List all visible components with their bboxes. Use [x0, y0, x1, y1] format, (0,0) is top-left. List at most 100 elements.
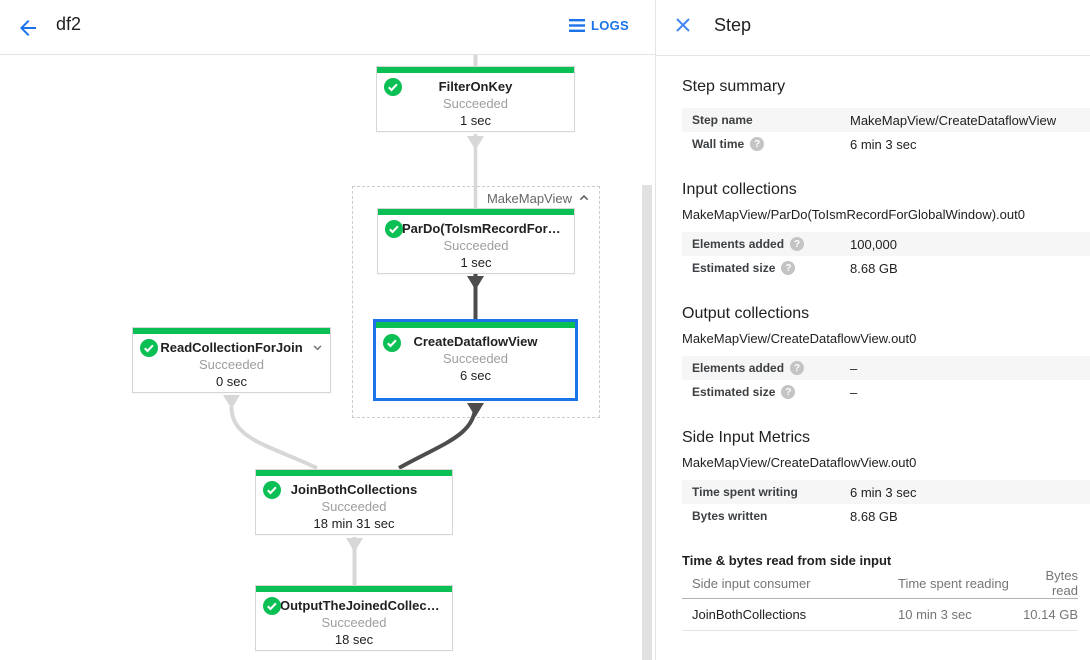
step-detail-panel: Step Step summary Step name MakeMapView/… — [655, 0, 1090, 660]
side-input-table-heading: Time & bytes read from side input — [682, 553, 892, 568]
row-label: Step name — [692, 113, 753, 127]
node-status: Succeeded — [442, 96, 509, 111]
row-value: – — [850, 360, 858, 376]
success-check-icon — [384, 78, 402, 99]
detail-row: Step name MakeMapView/CreateDataflowView — [682, 108, 1090, 132]
column-header: Bytes read — [1045, 568, 1078, 598]
table-row: JoinBothCollections 10 min 3 sec 10.14 G… — [682, 599, 1078, 631]
success-check-icon — [385, 220, 403, 241]
node-status: Succeeded — [442, 351, 509, 366]
node-title: CreateDataflowView — [413, 334, 538, 349]
node-title: FilterOnKey — [438, 79, 513, 94]
side-input-table: Side input consumer Time spent reading B… — [682, 568, 1078, 631]
detail-row: Bytes written 8.68 GB — [682, 504, 1090, 528]
job-toolbar: df2 LOGS — [0, 0, 655, 55]
success-check-icon — [140, 339, 158, 360]
section-heading-input-collections: Input collections — [682, 181, 797, 198]
detail-row: Estimated size? 8.68 GB — [682, 256, 1090, 280]
node-status-bar — [256, 586, 452, 592]
detail-row: Wall time? 6 min 3 sec — [682, 132, 1090, 156]
node-time: 1 sec — [460, 255, 492, 270]
graph-node-filteronkey[interactable]: FilterOnKey Succeeded 1 sec — [376, 66, 575, 132]
row-label: Estimated size — [692, 385, 776, 399]
help-icon[interactable]: ? — [790, 361, 805, 375]
node-status-bar — [256, 470, 452, 476]
row-label: Estimated size — [692, 261, 776, 275]
logs-list-icon — [568, 18, 585, 32]
cell-side-input-consumer: JoinBothCollections — [692, 607, 807, 622]
job-graph-canvas[interactable]: MakeMapView FilterOnKey Succeeded — [0, 55, 655, 660]
row-value: – — [850, 384, 858, 400]
back-arrow-icon[interactable] — [16, 16, 40, 40]
node-title: OutputTheJoinedCollec… — [280, 598, 440, 613]
graph-vertical-scrollbar[interactable] — [642, 185, 652, 660]
collapse-chevron-up-icon[interactable] — [576, 190, 592, 206]
node-title: ReadCollectionForJoin — [160, 340, 303, 355]
section-heading-output-collections: Output collections — [682, 305, 810, 322]
group-header-makemapview[interactable]: MakeMapView — [484, 190, 594, 206]
panel-header: Step — [656, 0, 1090, 56]
cell-bytes-read: 10.14 GB — [1023, 607, 1078, 622]
logs-button[interactable]: LOGS — [568, 18, 629, 33]
node-time: 6 sec — [459, 368, 492, 383]
node-title: JoinBothCollections — [290, 482, 418, 497]
group-label: MakeMapView — [486, 190, 572, 206]
table-header-row: Side input consumer Time spent reading B… — [682, 568, 1078, 599]
panel-title: Step — [714, 15, 752, 35]
detail-row: Time spent writing 6 min 3 sec — [682, 480, 1090, 504]
node-title: ParDo(ToIsmRecordFor… — [402, 221, 561, 236]
success-check-icon — [263, 597, 281, 618]
node-status-bar — [377, 67, 574, 73]
row-value: 6 min 3 sec — [850, 484, 917, 500]
collection-name: MakeMapView/CreateDataflowView.out0 — [682, 331, 917, 346]
column-header: Time spent reading — [898, 575, 1009, 591]
graph-node-outputthejoinedcollection[interactable]: OutputTheJoinedCollec… Succeeded 18 sec — [255, 585, 453, 651]
section-heading-step-summary: Step summary — [682, 78, 786, 95]
row-label: Wall time — [692, 137, 745, 151]
node-time: 18 sec — [334, 632, 374, 647]
row-value: 6 min 3 sec — [850, 136, 917, 152]
node-status: Succeeded — [321, 499, 387, 514]
column-header: Side input consumer — [692, 575, 811, 591]
section-heading-side-input-metrics: Side Input Metrics — [682, 429, 811, 446]
graph-node-joinbothcollections[interactable]: JoinBothCollections Succeeded 18 min 31 … — [255, 469, 453, 535]
row-value: MakeMapView/CreateDataflowView — [850, 112, 1057, 128]
detail-row: Elements added? – — [682, 356, 1090, 380]
detail-row: Elements added? 100,000 — [682, 232, 1090, 256]
node-status: Succeeded — [321, 615, 387, 630]
help-icon[interactable]: ? — [750, 137, 765, 151]
cell-time-spent-reading: 10 min 3 sec — [898, 607, 972, 622]
node-time: 18 min 31 sec — [313, 516, 395, 531]
help-icon[interactable]: ? — [781, 385, 796, 399]
row-label: Time spent writing — [692, 485, 798, 499]
row-label: Elements added — [692, 237, 785, 251]
node-status: Succeeded — [443, 238, 509, 253]
node-status-bar — [378, 209, 574, 215]
job-title: df2 — [56, 14, 82, 34]
node-status-bar — [376, 322, 575, 328]
node-status-bar — [133, 328, 330, 334]
help-icon[interactable]: ? — [781, 261, 796, 275]
graph-node-pardo-toismrecord[interactable]: ParDo(ToIsmRecordFor… Succeeded 1 sec — [377, 208, 575, 274]
success-check-icon — [383, 334, 401, 355]
success-check-icon — [263, 481, 281, 502]
graph-node-readcollectionforjoin[interactable]: ReadCollectionForJoin Succeeded 0 sec — [132, 327, 331, 393]
row-value: 8.68 GB — [850, 508, 898, 524]
row-label: Bytes written — [692, 509, 768, 523]
graph-node-createdataflowview[interactable]: CreateDataflowView Succeeded 6 sec — [373, 319, 578, 401]
row-value: 8.68 GB — [850, 260, 898, 276]
edge-readcollection-join — [229, 406, 318, 470]
node-time: 1 sec — [459, 113, 492, 128]
collection-name: MakeMapView/ParDo(ToIsmRecordForGlobalWi… — [682, 207, 1025, 222]
node-time: 0 sec — [215, 374, 248, 389]
collection-name: MakeMapView/CreateDataflowView.out0 — [682, 455, 917, 470]
expand-chevron-down-icon[interactable] — [310, 340, 325, 358]
row-value: 100,000 — [850, 236, 897, 252]
panel-body: Step summary Step name MakeMapView/Creat… — [656, 56, 1090, 631]
detail-row: Estimated size? – — [682, 380, 1090, 404]
close-icon[interactable] — [674, 16, 694, 36]
logs-label: LOGS — [590, 18, 629, 33]
node-status: Succeeded — [198, 357, 265, 372]
help-icon[interactable]: ? — [790, 237, 805, 251]
